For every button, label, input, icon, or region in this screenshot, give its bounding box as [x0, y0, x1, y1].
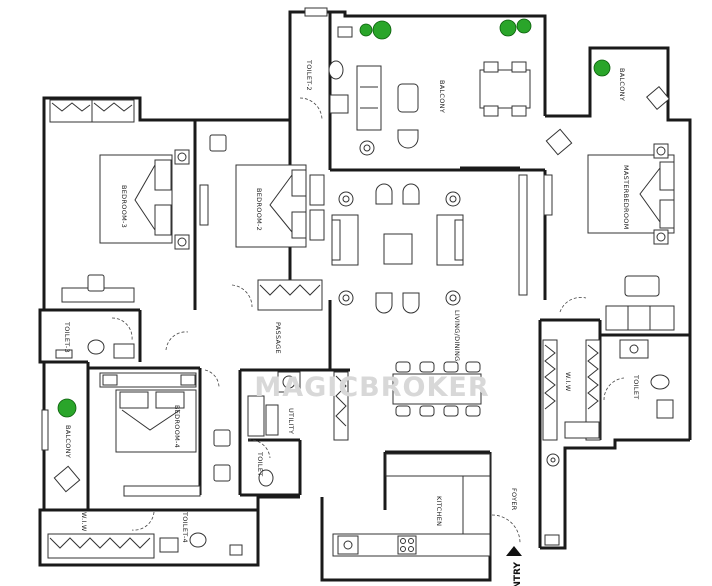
plant-icon	[372, 20, 392, 40]
master-bedroom: MASTERBEDROOM	[543, 128, 675, 331]
plant-icon	[359, 23, 373, 37]
toilet-4-label: TOILET-4	[181, 511, 189, 543]
master-toilet: TOILET	[603, 339, 674, 419]
bedroom-2-label: BEDROOM-2	[255, 188, 263, 231]
bedroom-2: BEDROOM-2	[199, 134, 325, 311]
walls	[38, 10, 692, 582]
toilet-small: TOILET	[247, 439, 274, 487]
wiw-master: W.I.W	[542, 339, 601, 546]
passage-label: PASSAGE	[274, 322, 282, 354]
bedroom-3: BEDROOM-3	[49, 99, 190, 303]
kitchen-label: KITCHEN	[435, 496, 443, 526]
plant-icon	[57, 398, 77, 418]
plant-icon	[499, 19, 517, 37]
balcony-right: BALCONY	[593, 59, 670, 110]
plant-icon	[516, 18, 532, 34]
living-dining: LIVING/DINING	[331, 174, 528, 417]
foyer: FOYER ENTRY	[491, 488, 523, 586]
toilet-4: TOILET-4	[131, 511, 243, 556]
master-bedroom-label: MASTERBEDROOM	[622, 165, 630, 230]
foyer-label: FOYER	[510, 488, 518, 511]
balcony-right-label: BALCONY	[618, 68, 626, 101]
bedroom-4-label: BEDROOM-4	[173, 405, 181, 448]
toilet-3: TOILET-3	[55, 317, 135, 359]
bedroom-4: BEDROOM-4	[99, 372, 231, 497]
bedroom-3-label: BEDROOM-3	[120, 185, 128, 228]
utility-label: UTILITY	[287, 408, 295, 434]
balcony-top: BALCONY	[356, 18, 532, 170]
entry-arrow-icon	[506, 546, 522, 556]
living-dining-label: LIVING/DINING	[453, 310, 461, 362]
plant-icon	[593, 59, 611, 77]
balcony-left: BALCONY	[41, 398, 81, 493]
utility: UTILITY	[247, 371, 349, 441]
balcony-top-label: BALCONY	[438, 80, 446, 113]
watermark: MAGICBROKER	[254, 372, 489, 403]
passage: PASSAGE	[165, 322, 282, 389]
wiw-master-label: W.I.W	[564, 372, 572, 392]
toilet-master-label: TOILET	[632, 374, 640, 400]
wiw-bedroom-4: W.I.W	[47, 512, 155, 559]
wiw-bedroom-4-label: W.I.W	[80, 512, 88, 532]
kitchen: KITCHEN	[332, 453, 491, 557]
entry-label: ENTRY	[513, 562, 523, 586]
toilet-2-label: TOILET-2	[305, 59, 313, 91]
toilet-small-label: TOILET	[256, 451, 264, 477]
toilet-3-label: TOILET-3	[63, 321, 71, 353]
toilet-2: TOILET-2	[299, 7, 353, 121]
balcony-left-label: BALCONY	[64, 425, 72, 458]
